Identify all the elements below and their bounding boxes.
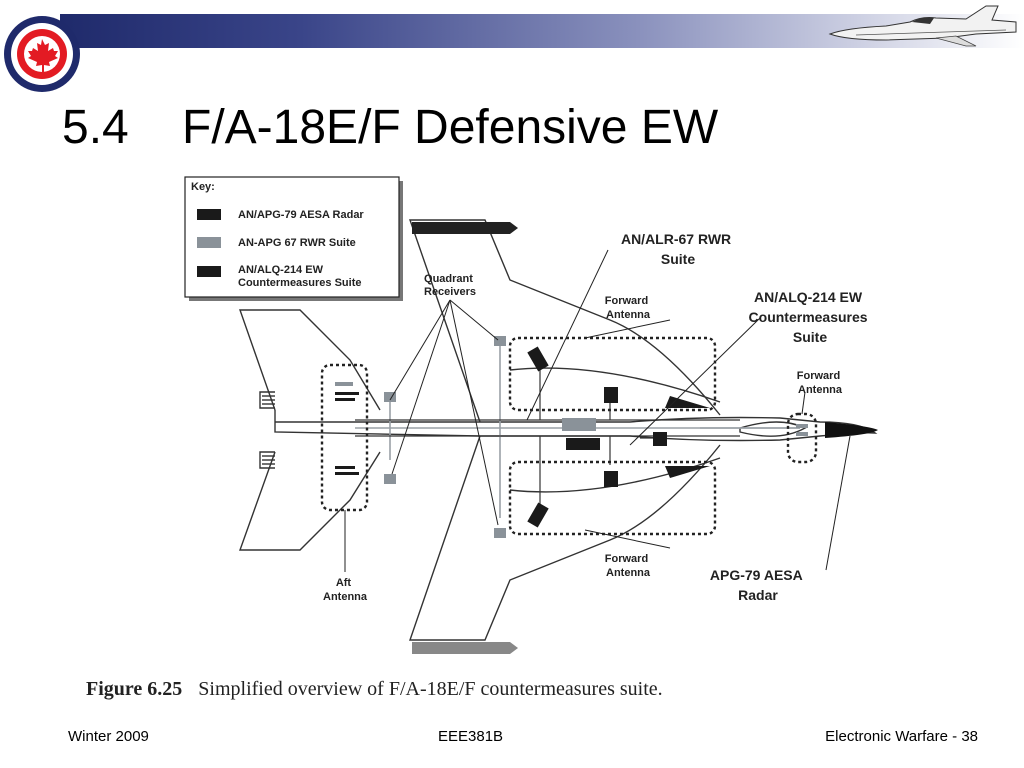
label-aft-1: Aft xyxy=(336,577,352,589)
svg-text:Forward Antenna: Forward Antenna xyxy=(605,295,651,321)
svg-text:AN/ALQ-214 EW Countermeasu: AN/ALQ-214 EW Countermeasures Suite xyxy=(749,289,872,345)
label-apg79-1: APG-79 AESA xyxy=(710,567,803,583)
key-item-ew-line2: Countermeasures Suite xyxy=(238,277,361,289)
key-swatch-rwr xyxy=(197,237,221,248)
label-alq214-1: AN/ALQ-214 EW xyxy=(754,289,863,305)
label-fwd-top-2: Antenna xyxy=(606,309,651,321)
label-fwd-bot-2: Antenna xyxy=(606,567,651,579)
figure-text: Simplified overview of F/A-18E/F counter… xyxy=(198,678,663,700)
key-item-radar: AN/APG-79 AESA Radar xyxy=(238,209,364,221)
label-alr67-1: AN/ALR-67 RWR xyxy=(621,231,731,247)
label-fwd-nose-1: Forward xyxy=(797,370,840,382)
label-alq214-3: Suite xyxy=(793,329,827,345)
label-aft-2: Antenna xyxy=(323,591,368,603)
label-quadrant-1: Quadrant xyxy=(424,273,473,285)
ew-diagram: Key: AN/APG-79 AESA Radar AN-APG 67 RWR … xyxy=(184,176,878,654)
label-apg79-2: Radar xyxy=(738,587,778,603)
figure-label: Figure 6.25 xyxy=(86,678,183,700)
footer-right: Electronic Warfare - 38 xyxy=(825,728,978,745)
bottom-wingtip-pod xyxy=(412,642,518,654)
page-title: 5.4 F/A-18E/F Defensive EW xyxy=(62,100,718,155)
ew-wiring xyxy=(355,355,740,505)
leader-lines xyxy=(344,249,851,572)
ew-components xyxy=(335,346,710,528)
key-item-ew: AN/ALQ-214 EW xyxy=(238,264,324,276)
label-quadrant-2: Receivers xyxy=(424,286,476,298)
svg-text:AN/ALR-67 RWR Suite: AN/ALR-67 RWR Suite xyxy=(621,231,735,267)
fighter-jet-icon xyxy=(828,5,1017,47)
key-box: Key: AN/APG-79 AESA Radar AN-APG 67 RWR … xyxy=(184,176,403,301)
dotted-regions xyxy=(320,336,818,536)
svg-text:Forward Antenna: Forward Antenna xyxy=(797,370,843,396)
slide-title-text: F/A-18E/F Defensive EW xyxy=(182,101,719,154)
svg-text:Forward Antenna: Forward Antenna xyxy=(605,553,651,579)
svg-text:APG-79 AESA Radar: APG-79 AESA Radar xyxy=(710,567,806,603)
label-fwd-top-1: Forward xyxy=(605,295,648,307)
key-item-rwr: AN-APG 67 RWR Suite xyxy=(238,237,356,249)
key-heading: Key: xyxy=(191,181,215,193)
svg-text:Quadrant Receivers: Quadrant Receivers xyxy=(424,273,476,298)
apg79-radome xyxy=(825,422,878,438)
label-fwd-nose-2: Antenna xyxy=(798,384,843,396)
slide-number: 5.4 xyxy=(62,101,129,154)
label-fwd-bot-1: Forward xyxy=(605,553,648,565)
footer-left: Winter 2009 xyxy=(68,728,149,745)
key-swatch-ew xyxy=(197,266,221,277)
label-alr67-2: Suite xyxy=(661,251,695,267)
footer-center: EEE381B xyxy=(438,728,504,745)
rcaf-roundel-icon xyxy=(4,16,80,92)
key-swatch-radar xyxy=(197,209,221,220)
svg-text:Aft Antenna: Aft Antenna xyxy=(323,577,368,603)
label-alq214-2: Countermeasures xyxy=(749,309,868,325)
top-wingtip-pod xyxy=(412,222,518,234)
rwr-components xyxy=(335,336,808,538)
figure-caption: Figure 6.25 Simplified overview of F/A-18… xyxy=(86,678,663,701)
